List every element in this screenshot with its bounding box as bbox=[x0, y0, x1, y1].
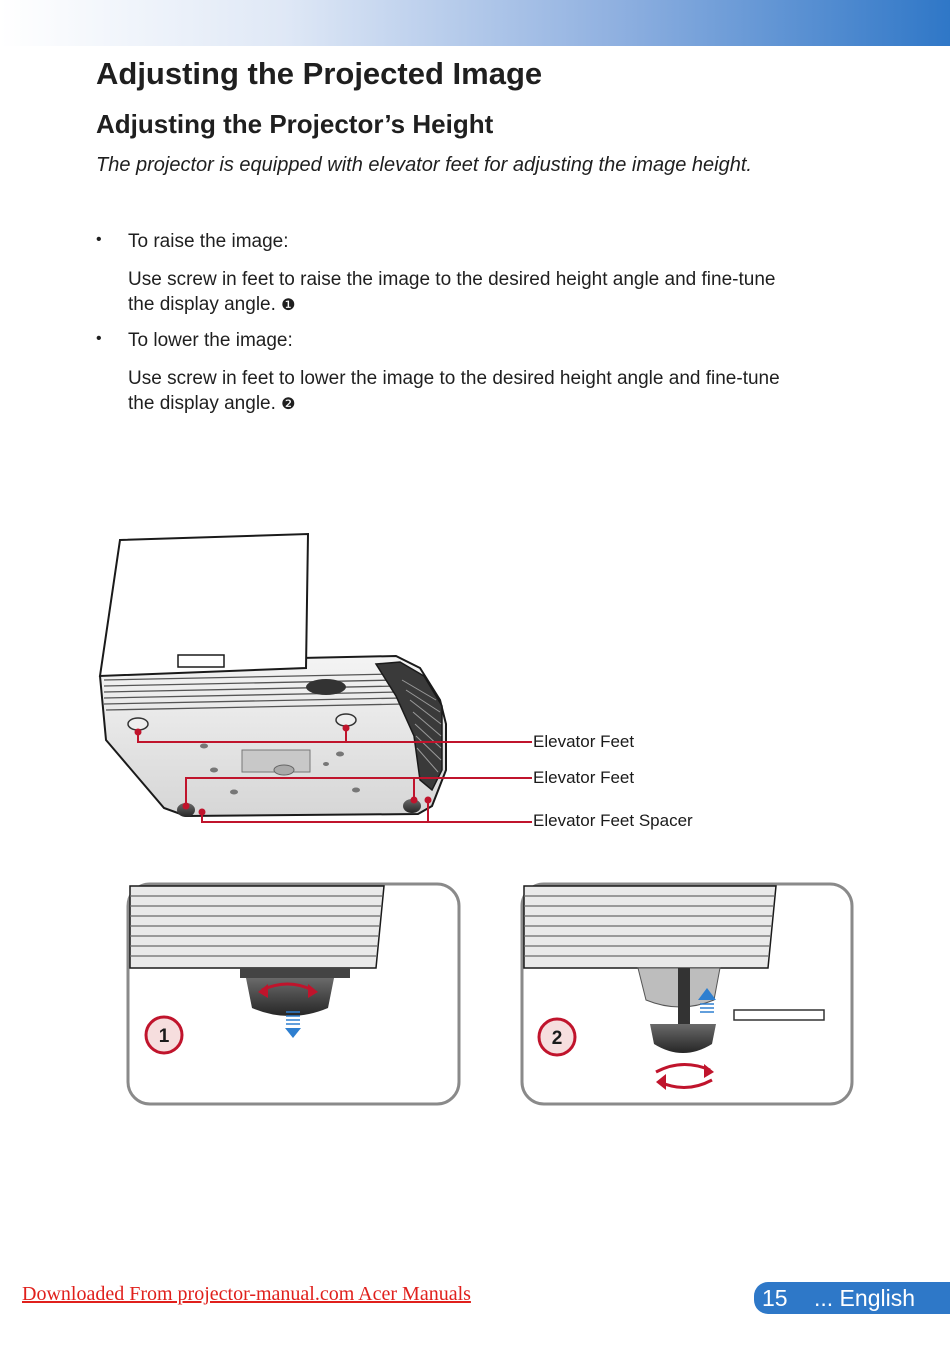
raise-instructions: Use screw in feet to raise the image to … bbox=[128, 267, 848, 318]
callout-elevator-feet-rear: Elevator Feet bbox=[533, 732, 635, 751]
intro-text: The projector is equipped with elevator … bbox=[96, 154, 752, 176]
callout-elevator-feet-spacer: Elevator Feet Spacer bbox=[533, 811, 693, 830]
callout-dots bbox=[134, 724, 432, 816]
bullet-label-raise: To raise the image: bbox=[128, 231, 289, 252]
raise-line-2: the display angle. ❶ bbox=[128, 294, 296, 315]
step-1-label: 1 bbox=[159, 1026, 170, 1047]
lower-line-1: Use screw in feet to lower the image to … bbox=[128, 368, 780, 389]
download-source-link[interactable]: Downloaded From projector-manual.com Ace… bbox=[22, 1283, 471, 1305]
step-2-label: 2 bbox=[552, 1028, 563, 1049]
page-language: ... English bbox=[814, 1285, 915, 1311]
bullet-label-lower: To lower the image: bbox=[128, 330, 293, 351]
step-ref-1: ❶ bbox=[281, 297, 296, 314]
step-ref-2: ❷ bbox=[281, 396, 296, 413]
page-title: Adjusting the Projected Image bbox=[96, 56, 543, 91]
bullet-marker: • bbox=[96, 231, 102, 248]
page-tab bbox=[754, 1282, 950, 1314]
detail-panel-2 bbox=[520, 882, 854, 1106]
callout-elevator-feet-front: Elevator Feet bbox=[533, 768, 635, 787]
projector-lid bbox=[98, 532, 310, 678]
section-title: Adjusting the Projector’s Height bbox=[96, 109, 494, 139]
detail-panel-1 bbox=[126, 882, 461, 1106]
lower-line-2: the display angle. ❷ bbox=[128, 393, 296, 414]
raise-line-1: Use screw in feet to raise the image to … bbox=[128, 269, 776, 290]
projector-body bbox=[98, 654, 447, 818]
header-gradient-band bbox=[0, 0, 950, 46]
lower-instructions: Use screw in feet to lower the image to … bbox=[128, 366, 848, 417]
bullet-marker: • bbox=[96, 330, 102, 347]
page-number: 15 bbox=[762, 1285, 788, 1311]
